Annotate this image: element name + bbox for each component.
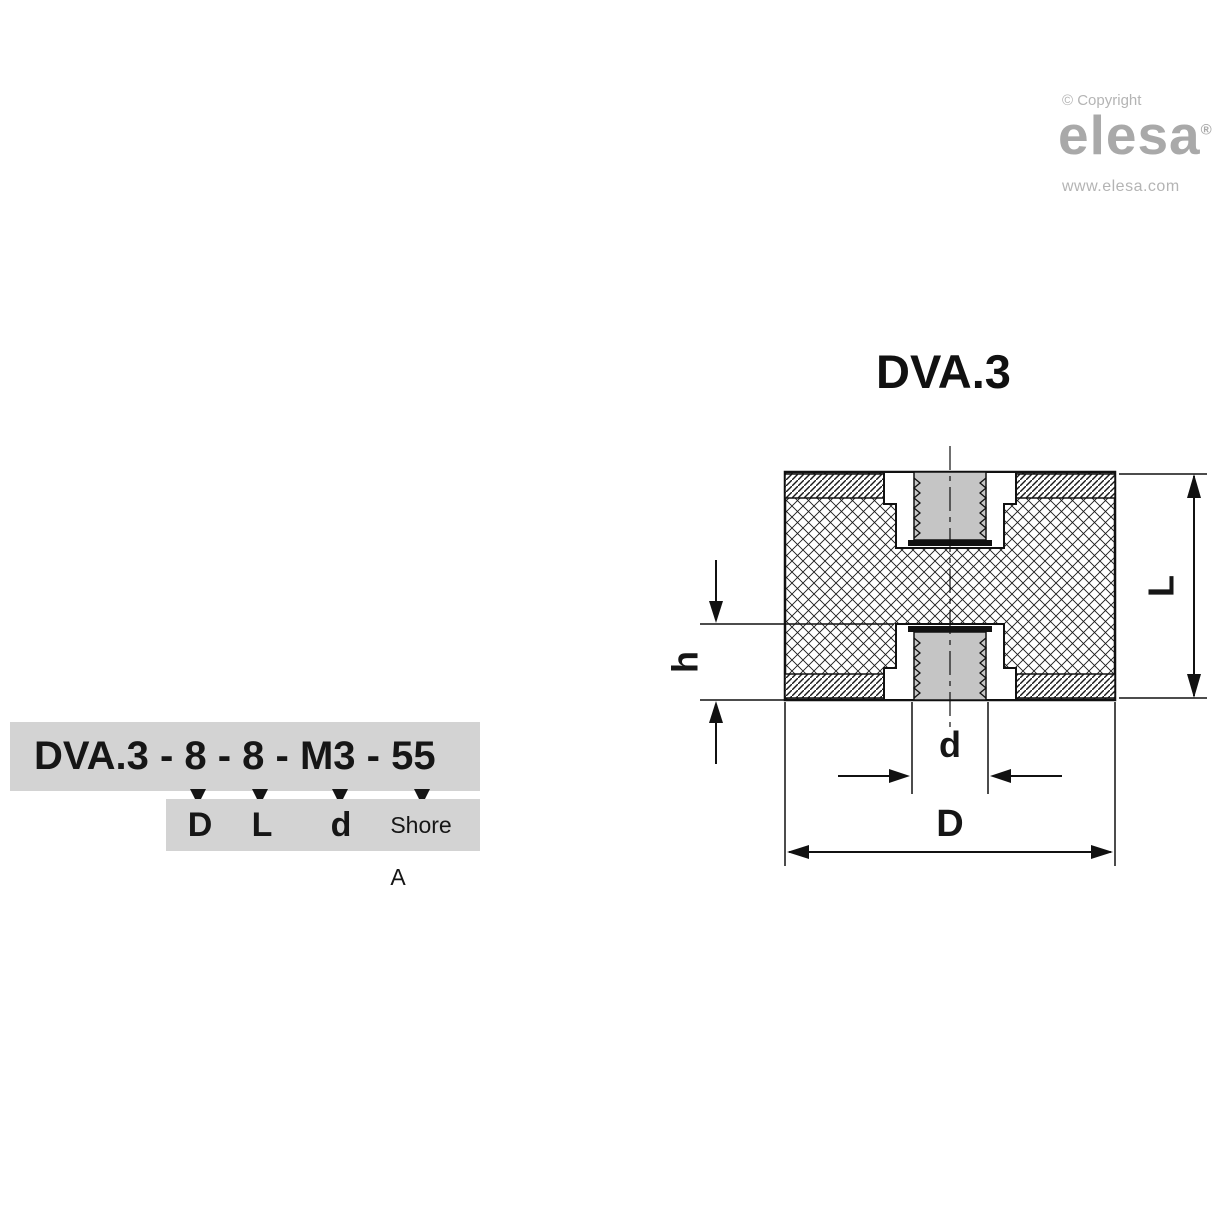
dimension-h: h <box>665 560 894 764</box>
ordering-label-d: d <box>330 806 352 844</box>
ordering-label-shore-a: Shore A <box>390 812 452 890</box>
thread-profile-lines <box>912 477 988 699</box>
arrowhead-up-icon <box>1187 474 1201 498</box>
dimension-D: D <box>784 702 1116 866</box>
arrowhead-right-icon <box>889 769 910 783</box>
dim-label-d: d <box>939 724 961 765</box>
dim-label-h: h <box>665 651 706 673</box>
copyright-text: © Copyright <box>1062 92 1142 109</box>
arrowhead-up-icon <box>709 701 723 723</box>
ordering-labels-box: D L d Shore A <box>166 799 480 890</box>
arrowhead-right-icon <box>1091 845 1113 859</box>
ordering-label-L: L <box>251 806 273 844</box>
top-plate-left <box>784 473 885 499</box>
bottom-plate-left <box>784 673 885 699</box>
ordering-label-D: D <box>187 806 213 844</box>
ordering-code-box: DVA.3 - 8 - 8 - M3 - 55 <box>10 722 480 791</box>
elesa-logo: elesa® <box>1058 102 1213 168</box>
logo-text: elesa <box>1058 104 1201 166</box>
arrowhead-left-icon <box>787 845 809 859</box>
dimension-L: L <box>1119 473 1207 699</box>
registered-mark-icon: ® <box>1200 121 1213 139</box>
arrowhead-down-icon <box>1187 674 1201 698</box>
top-plate-right <box>1015 473 1116 499</box>
ordering-code: DVA.3 - 8 - 8 - M3 - 55 <box>34 734 436 778</box>
arrowhead-down-icon <box>709 601 723 623</box>
bottom-plate-right <box>1015 673 1116 699</box>
arrowhead-left-icon <box>990 769 1011 783</box>
part-series-title: DVA.3 <box>876 345 1011 398</box>
dimension-d: d <box>838 702 1062 794</box>
dim-label-D: D <box>936 803 963 845</box>
website-url: www.elesa.com <box>1062 178 1180 195</box>
dim-label-L: L <box>1141 575 1182 597</box>
